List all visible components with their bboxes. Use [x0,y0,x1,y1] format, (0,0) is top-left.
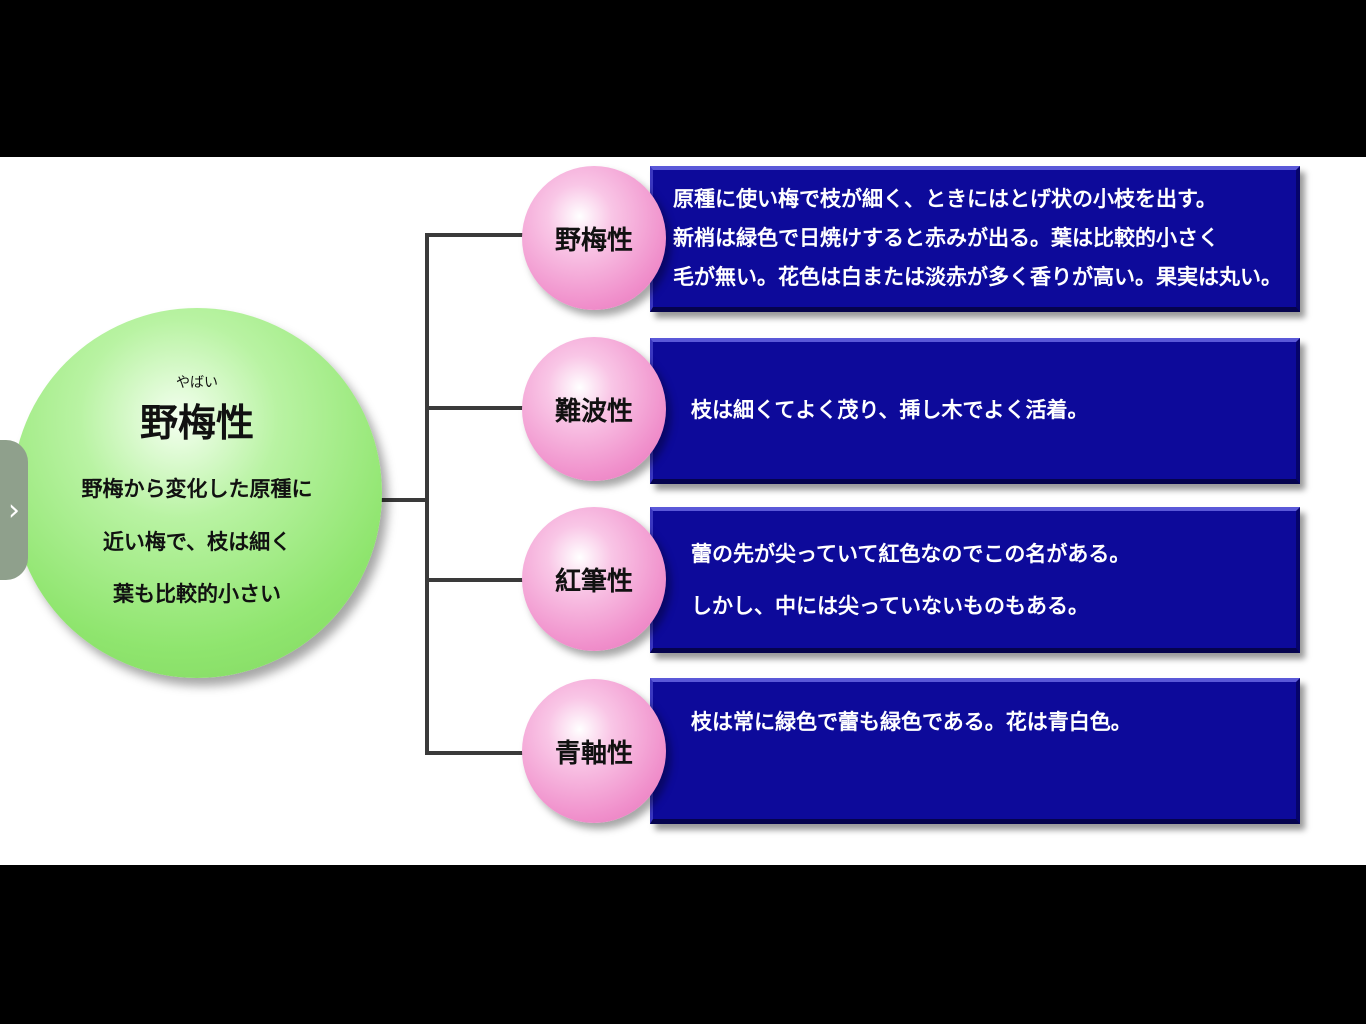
diagram-canvas: やばい 野梅性 野梅から変化した原種に 近い梅で、枝は細く 葉も比較的小さい 野… [0,157,1366,865]
main-desc-line: 葉も比較的小さい [113,582,281,606]
main-title: 野梅性 [139,401,254,445]
chevron-right-icon: › [8,492,20,528]
connector-trunk [380,498,428,502]
connector-branch [425,406,525,410]
branch-node: 野梅性 [522,166,666,310]
main-ruby: やばい [176,375,218,391]
description-line: 毛が無い。花色は白または淡赤が多く香りが高い。果実は丸い。 [673,265,1282,289]
description-line: 新梢は緑色で日焼けすると赤みが出る。葉は比較的小さく [673,226,1219,250]
main-desc-line: 野梅から変化した原種に [81,477,313,501]
branch-description: 枝は常に緑色で蕾も緑色である。花は青白色。 [650,678,1300,824]
main-desc-line: 近い梅で、枝は細く [102,530,292,554]
branch-node: 青軸性 [522,679,666,823]
branch-description: 枝は細くてよく茂り、挿し木でよく活着。 [650,338,1300,484]
branch-description: 蕾の先が尖っていて紅色なのでこの名がある。 しかし、中には尖っていないものもある… [650,507,1300,653]
main-node: やばい 野梅性 野梅から変化した原種に 近い梅で、枝は細く 葉も比較的小さい [12,308,382,678]
branch-description: 原種に使い梅で枝が細く、ときにはとげ状の小枝を出す。 新梢は緑色で日焼けすると赤… [650,166,1300,312]
description-line: 枝は細くてよく茂り、挿し木でよく活着。 [691,398,1089,422]
description-line: 原種に使い梅で枝が細く、ときにはとげ状の小枝を出す。 [673,187,1217,211]
connector-branch [425,751,525,755]
description-line: 枝は常に緑色で蕾も緑色である。花は青白色。 [691,710,1132,734]
branch-node: 紅筆性 [522,507,666,651]
connector-branch [425,578,525,582]
connector-branch [425,233,525,237]
side-panel-toggle[interactable]: › [0,440,28,580]
connector-vertical [425,233,429,755]
description-line: しかし、中には尖っていないものもある。 [691,593,1089,618]
description-line: 蕾の先が尖っていて紅色なのでこの名がある。 [691,541,1131,566]
branch-node: 難波性 [522,337,666,481]
